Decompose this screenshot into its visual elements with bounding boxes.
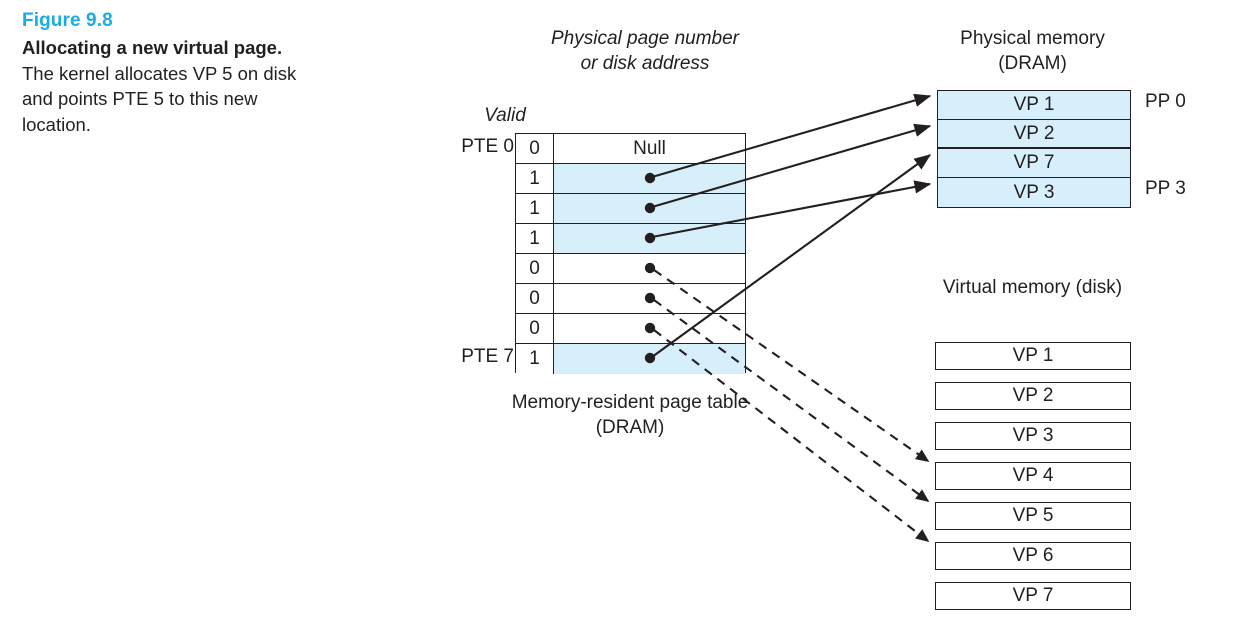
table-row: 0 [516, 284, 745, 314]
figure-caption-title: Allocating a new virtual page. [22, 37, 283, 58]
pte-valid-bit: 1 [516, 224, 554, 253]
pte-valid-bit: 0 [516, 314, 554, 343]
virtual-page-box: VP 5 [935, 502, 1131, 530]
table-row: 1 [516, 164, 745, 194]
figure-caption-body: The kernel allocates VP 5 on disk and po… [22, 62, 297, 135]
virtual-memory-title: Virtual memory (disk) [942, 277, 1123, 298]
pte-value [554, 314, 745, 343]
pte-first-label: PTE 0 [461, 136, 514, 157]
pte-value [554, 224, 745, 253]
virtual-page-box: VP 1 [935, 342, 1131, 370]
page-table-column-header: Physical page number or disk address [551, 28, 739, 74]
physical-page-row: VP 3 [1013, 181, 1055, 203]
virtual-page-box: VP 4 [935, 462, 1131, 490]
pte-valid-bit: 0 [516, 284, 554, 313]
physical-memory-title: Physical memory (DRAM) [960, 28, 1105, 74]
physical-page-row: VP 1 [938, 91, 1130, 120]
table-row: 0 [516, 314, 745, 344]
figure-caption: Figure 9.8 Allocating a new virtual page… [22, 8, 312, 137]
pte-value [554, 344, 745, 374]
virtual-page-box: VP 6 [935, 542, 1131, 570]
pte-value [554, 254, 745, 283]
pte-value [554, 194, 745, 223]
memory-resident-page-table: 0 Null 1 1 1 0 0 0 1 [515, 133, 746, 374]
pte-value [554, 284, 745, 313]
pte-valid-bit: 1 [516, 344, 554, 374]
figure-number: Figure 9.8 [22, 10, 113, 31]
pte-valid-bit: 0 [516, 134, 554, 163]
figure-caption-text: Allocating a new virtual page. The kerne… [22, 35, 312, 137]
physical-memory-block: VP 1 VP 2 VP 7 VP 3 [937, 90, 1131, 208]
table-row: 0 [516, 254, 745, 284]
physical-page-last-label: PP 3 [1145, 178, 1186, 199]
pte-valid-bit: 1 [516, 164, 554, 193]
physical-page-row: VP 7 [938, 149, 1130, 178]
table-row: 0 Null [516, 134, 745, 164]
table-row: 1 [516, 194, 745, 224]
page-table-valid-header: Valid [484, 105, 526, 126]
pte-value: Null [633, 137, 666, 159]
pte-valid-bit: 1 [516, 194, 554, 223]
page-table-caption: Memory-resident page table (DRAM) [511, 392, 749, 438]
virtual-page-box: VP 3 [935, 422, 1131, 450]
physical-page-row: VP 2 [938, 120, 1130, 149]
pte-valid-bit: 0 [516, 254, 554, 283]
pte-last-label: PTE 7 [461, 346, 514, 367]
physical-page-first-label: PP 0 [1145, 91, 1186, 112]
pte-value [554, 164, 745, 193]
table-row: 1 [516, 224, 745, 254]
table-row: 1 [516, 344, 745, 374]
virtual-page-box: VP 7 [935, 582, 1131, 610]
virtual-page-box: VP 2 [935, 382, 1131, 410]
